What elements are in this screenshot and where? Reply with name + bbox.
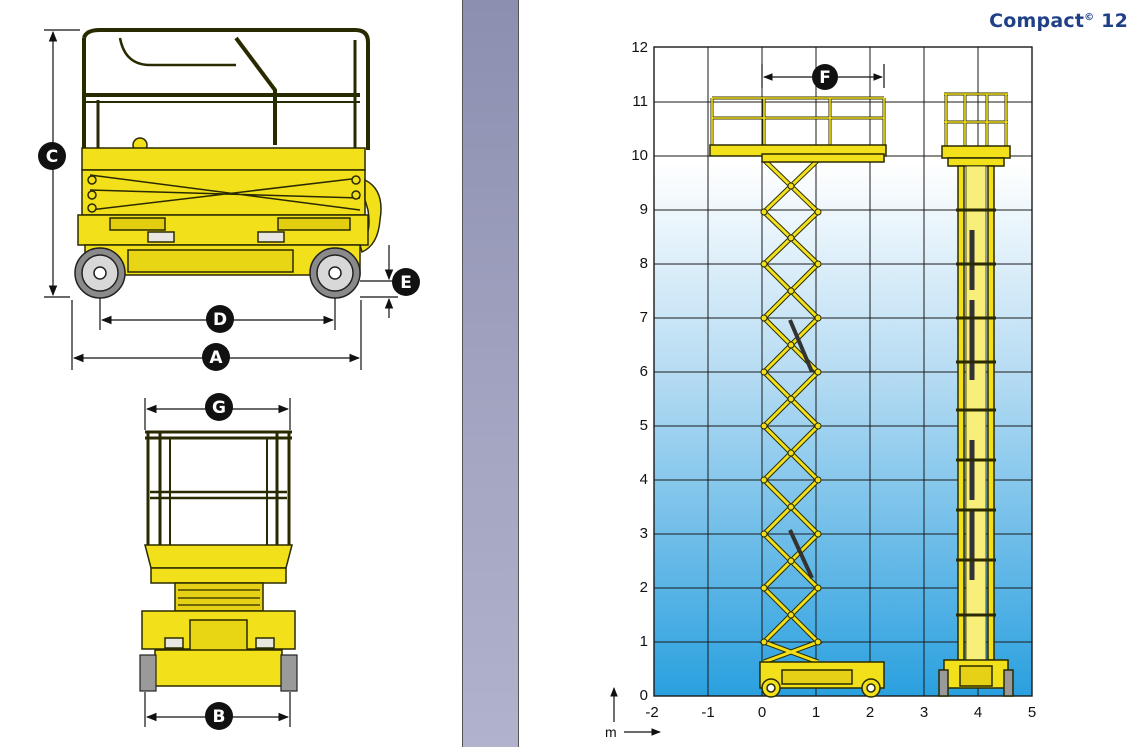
label-b: B	[213, 707, 226, 727]
label-f-badge: F	[812, 64, 838, 90]
y-tick: 0	[640, 687, 648, 704]
label-g-badge: G	[205, 393, 233, 421]
label-c-badge: C	[38, 142, 66, 170]
y-tick: 11	[632, 93, 648, 110]
y-tick: 6	[640, 363, 648, 380]
dimension-drawings: C E D A	[38, 28, 420, 730]
title-name: Compact	[989, 10, 1085, 32]
unit-indicator	[610, 687, 661, 736]
front-view-wheels	[139, 654, 298, 692]
raised-side-view	[709, 96, 887, 698]
raised-front-view	[938, 92, 1014, 697]
y-tick: 8	[640, 255, 648, 272]
x-tick: -2	[645, 704, 658, 721]
x-tick: 5	[1028, 704, 1036, 721]
label-f: F	[819, 68, 831, 88]
x-tick: 1	[812, 704, 820, 721]
y-tick: 3	[640, 525, 648, 542]
side-view-wheels	[74, 247, 361, 299]
y-tick: 1	[640, 633, 648, 650]
y-tick: 4	[640, 471, 648, 488]
side-view-machine	[77, 28, 382, 276]
label-g: G	[212, 398, 226, 418]
x-tick: 4	[974, 704, 982, 721]
x-tick: 0	[758, 704, 766, 721]
label-d-badge: D	[206, 305, 234, 333]
y-tick: 2	[640, 579, 648, 596]
x-tick: 3	[920, 704, 928, 721]
y-tick: 9	[640, 201, 648, 218]
label-b-badge: B	[205, 702, 233, 730]
label-d: D	[213, 310, 227, 330]
copyright-mark: ©	[1084, 12, 1095, 23]
x-tick: -1	[701, 704, 714, 721]
label-c: C	[46, 147, 58, 167]
unit-label: m	[605, 724, 617, 740]
label-e: E	[400, 273, 412, 293]
y-tick: 5	[640, 417, 648, 434]
panel-divider	[462, 0, 519, 747]
product-title: Compact© 12	[989, 10, 1128, 32]
label-a-badge: A	[202, 343, 230, 371]
y-tick-labels: 12 11 10 9 8 7 6 5 4 3 2 1 0	[631, 39, 648, 704]
dimension-e	[360, 245, 398, 318]
label-e-badge: E	[392, 268, 420, 296]
x-tick-labels: -2 -1 0 1 2 3 4 5	[645, 704, 1036, 721]
y-tick: 7	[640, 309, 648, 326]
front-view-machine	[141, 430, 296, 687]
label-a: A	[209, 348, 223, 368]
x-tick: 2	[866, 704, 874, 721]
title-model: 12	[1101, 10, 1128, 32]
y-tick: 12	[631, 39, 648, 56]
y-tick: 10	[631, 147, 648, 164]
working-range-grid: 12 11 10 9 8 7 6 5 4 3 2 1 0 -2 -1 0 1 2…	[605, 39, 1036, 740]
